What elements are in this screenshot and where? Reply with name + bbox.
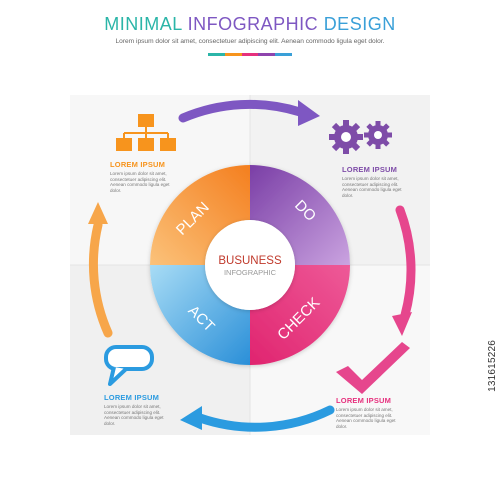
text-block-do: LOREM IPSUM Lorem ipsum dolor sit amet, … xyxy=(342,165,434,198)
page-title: MINIMAL INFOGRAPHIC DESIGN xyxy=(0,14,500,35)
block-body: Lorem ipsum dolor sit amet, consectetuer… xyxy=(336,407,396,429)
block-heading: LOREM IPSUM xyxy=(104,393,160,402)
block-body: Lorem ipsum dolor sit amet, consectetuer… xyxy=(342,176,402,198)
title-part-1: MINIMAL xyxy=(104,14,183,34)
segment-check xyxy=(250,265,350,365)
title-part-2: INFOGRAPHIC xyxy=(187,14,319,34)
block-body: Lorem ipsum dolor sit amet, consectetuer… xyxy=(104,404,164,426)
block-heading: LOREM IPSUM xyxy=(110,160,166,169)
center-title: BUSUNESS xyxy=(218,255,282,267)
arrow-head-act xyxy=(180,406,202,430)
block-heading: LOREM IPSUM xyxy=(342,165,398,174)
arrow-check-to-act xyxy=(195,405,335,432)
segment-act xyxy=(150,265,250,365)
subtitle: Lorem ipsum dolor sit amet, consectetuer… xyxy=(115,38,385,45)
arrow-head-do xyxy=(298,100,320,126)
org-chart-icon xyxy=(116,114,176,151)
arrow-act-to-plan xyxy=(88,220,113,338)
text-block-check: LOREM IPSUM Lorem ipsum dolor sit amet, … xyxy=(336,396,428,429)
text-block-act: LOREM IPSUM Lorem ipsum dolor sit amet, … xyxy=(104,393,196,426)
stock-id: 131615226 xyxy=(487,340,498,392)
block-heading: LOREM IPSUM xyxy=(336,396,392,405)
title-color-bar xyxy=(208,53,292,56)
arrow-do-to-check xyxy=(395,205,416,320)
center-subtitle: INFOGRAPHIC xyxy=(224,268,277,277)
speech-bubble-icon xyxy=(104,345,154,386)
cycle-arrows xyxy=(88,99,416,432)
arrow-plan-to-do xyxy=(178,99,305,123)
arrow-head-check xyxy=(392,312,412,336)
arrow-head-plan xyxy=(88,202,108,224)
segment-do xyxy=(250,165,350,265)
title-part-3: DESIGN xyxy=(323,14,396,34)
text-block-plan: LOREM IPSUM Lorem ipsum dolor sit amet, … xyxy=(110,160,202,193)
block-body: Lorem ipsum dolor sit amet, consectetuer… xyxy=(110,171,170,193)
gears-icon xyxy=(329,120,392,154)
segment-plan xyxy=(150,165,250,265)
checkmark-icon xyxy=(336,342,410,394)
center-circle xyxy=(205,220,295,310)
